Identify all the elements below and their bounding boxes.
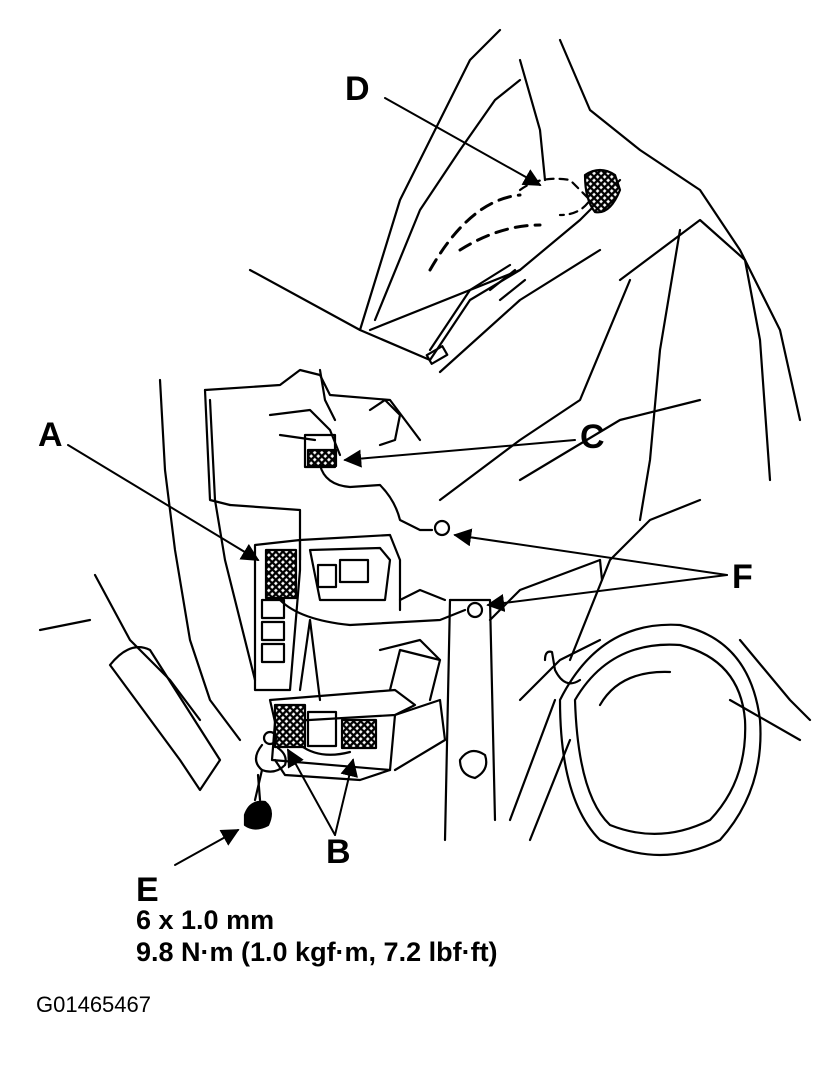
control-unit-b: [268, 648, 447, 782]
bolt-e: [243, 730, 287, 830]
wheel-housing: [508, 498, 812, 857]
module-a-housing: [253, 533, 467, 702]
callout-f: F: [732, 558, 753, 596]
callout-c: C: [580, 418, 605, 456]
leader-lines: [67, 97, 728, 866]
ground-points-f: [433, 519, 484, 619]
air-duct-d: [428, 168, 622, 272]
upper-bracket: [203, 368, 434, 562]
fastener-size: 6 x 1.0 mm: [136, 905, 275, 935]
figure-id: G01465467: [36, 992, 151, 1017]
dashboard-structure: [248, 28, 802, 522]
callout-a: A: [38, 416, 63, 454]
left-trim: [38, 378, 257, 792]
callout-b: B: [326, 833, 351, 871]
callout-e: E: [136, 871, 159, 909]
callout-d: D: [345, 70, 370, 108]
fastener-torque: 9.8 N·m (1.0 kgf·m, 7.2 lbf·ft): [136, 937, 498, 967]
